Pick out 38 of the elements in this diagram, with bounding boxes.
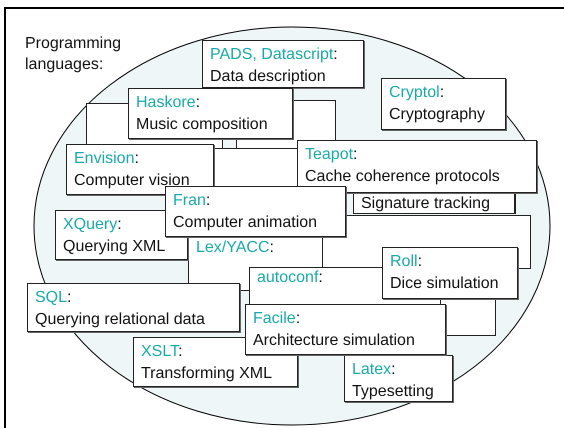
language-name: Latex: xyxy=(352,360,396,380)
application-domain: Querying XML xyxy=(63,237,166,257)
language-name: Lex/YACC: xyxy=(196,239,274,257)
application-domain: Computer animation xyxy=(173,213,318,233)
language-name: Haskore: xyxy=(136,93,200,113)
text-box xyxy=(27,283,240,332)
application-domain: Architecture simulation xyxy=(253,331,415,351)
language-name: Facile: xyxy=(253,309,300,329)
language-name: PADS, Datascript: xyxy=(210,45,338,65)
application-domain: Data description xyxy=(210,67,326,87)
application-domain: Cryptography xyxy=(389,105,486,125)
text-box xyxy=(344,355,453,402)
language-name: Envision: xyxy=(74,149,139,169)
language-name: Fran: xyxy=(173,191,210,211)
application-domain: Dice simulation xyxy=(390,274,498,294)
application-domain: Computer vision xyxy=(74,171,190,191)
language-name: SQL: xyxy=(35,288,72,308)
language-name: Cryptol: xyxy=(389,83,444,103)
text-box xyxy=(382,247,518,299)
text-box xyxy=(66,144,214,195)
application-domain: Music composition xyxy=(136,115,268,135)
language-name: Teapot: xyxy=(305,145,358,165)
heading-text: Programming languages: xyxy=(25,34,122,75)
text-box xyxy=(381,78,506,130)
application-domain: Typesetting xyxy=(352,382,434,402)
application-domain: Transforming XML xyxy=(141,364,272,384)
application-domain: Cache coherence protocols xyxy=(305,167,500,187)
text-box xyxy=(202,40,364,88)
application-domain: Querying relational data xyxy=(35,310,205,330)
language-name: XSLT: xyxy=(141,342,183,362)
text-box xyxy=(297,140,537,193)
text-box xyxy=(165,186,346,237)
language-name: autoconf: xyxy=(257,269,323,287)
text-box xyxy=(245,304,446,355)
language-name: XQuery: xyxy=(63,215,122,235)
application-domain: Signature tracking xyxy=(361,195,490,213)
text-box xyxy=(128,88,293,139)
language-name: Roll: xyxy=(390,252,422,272)
